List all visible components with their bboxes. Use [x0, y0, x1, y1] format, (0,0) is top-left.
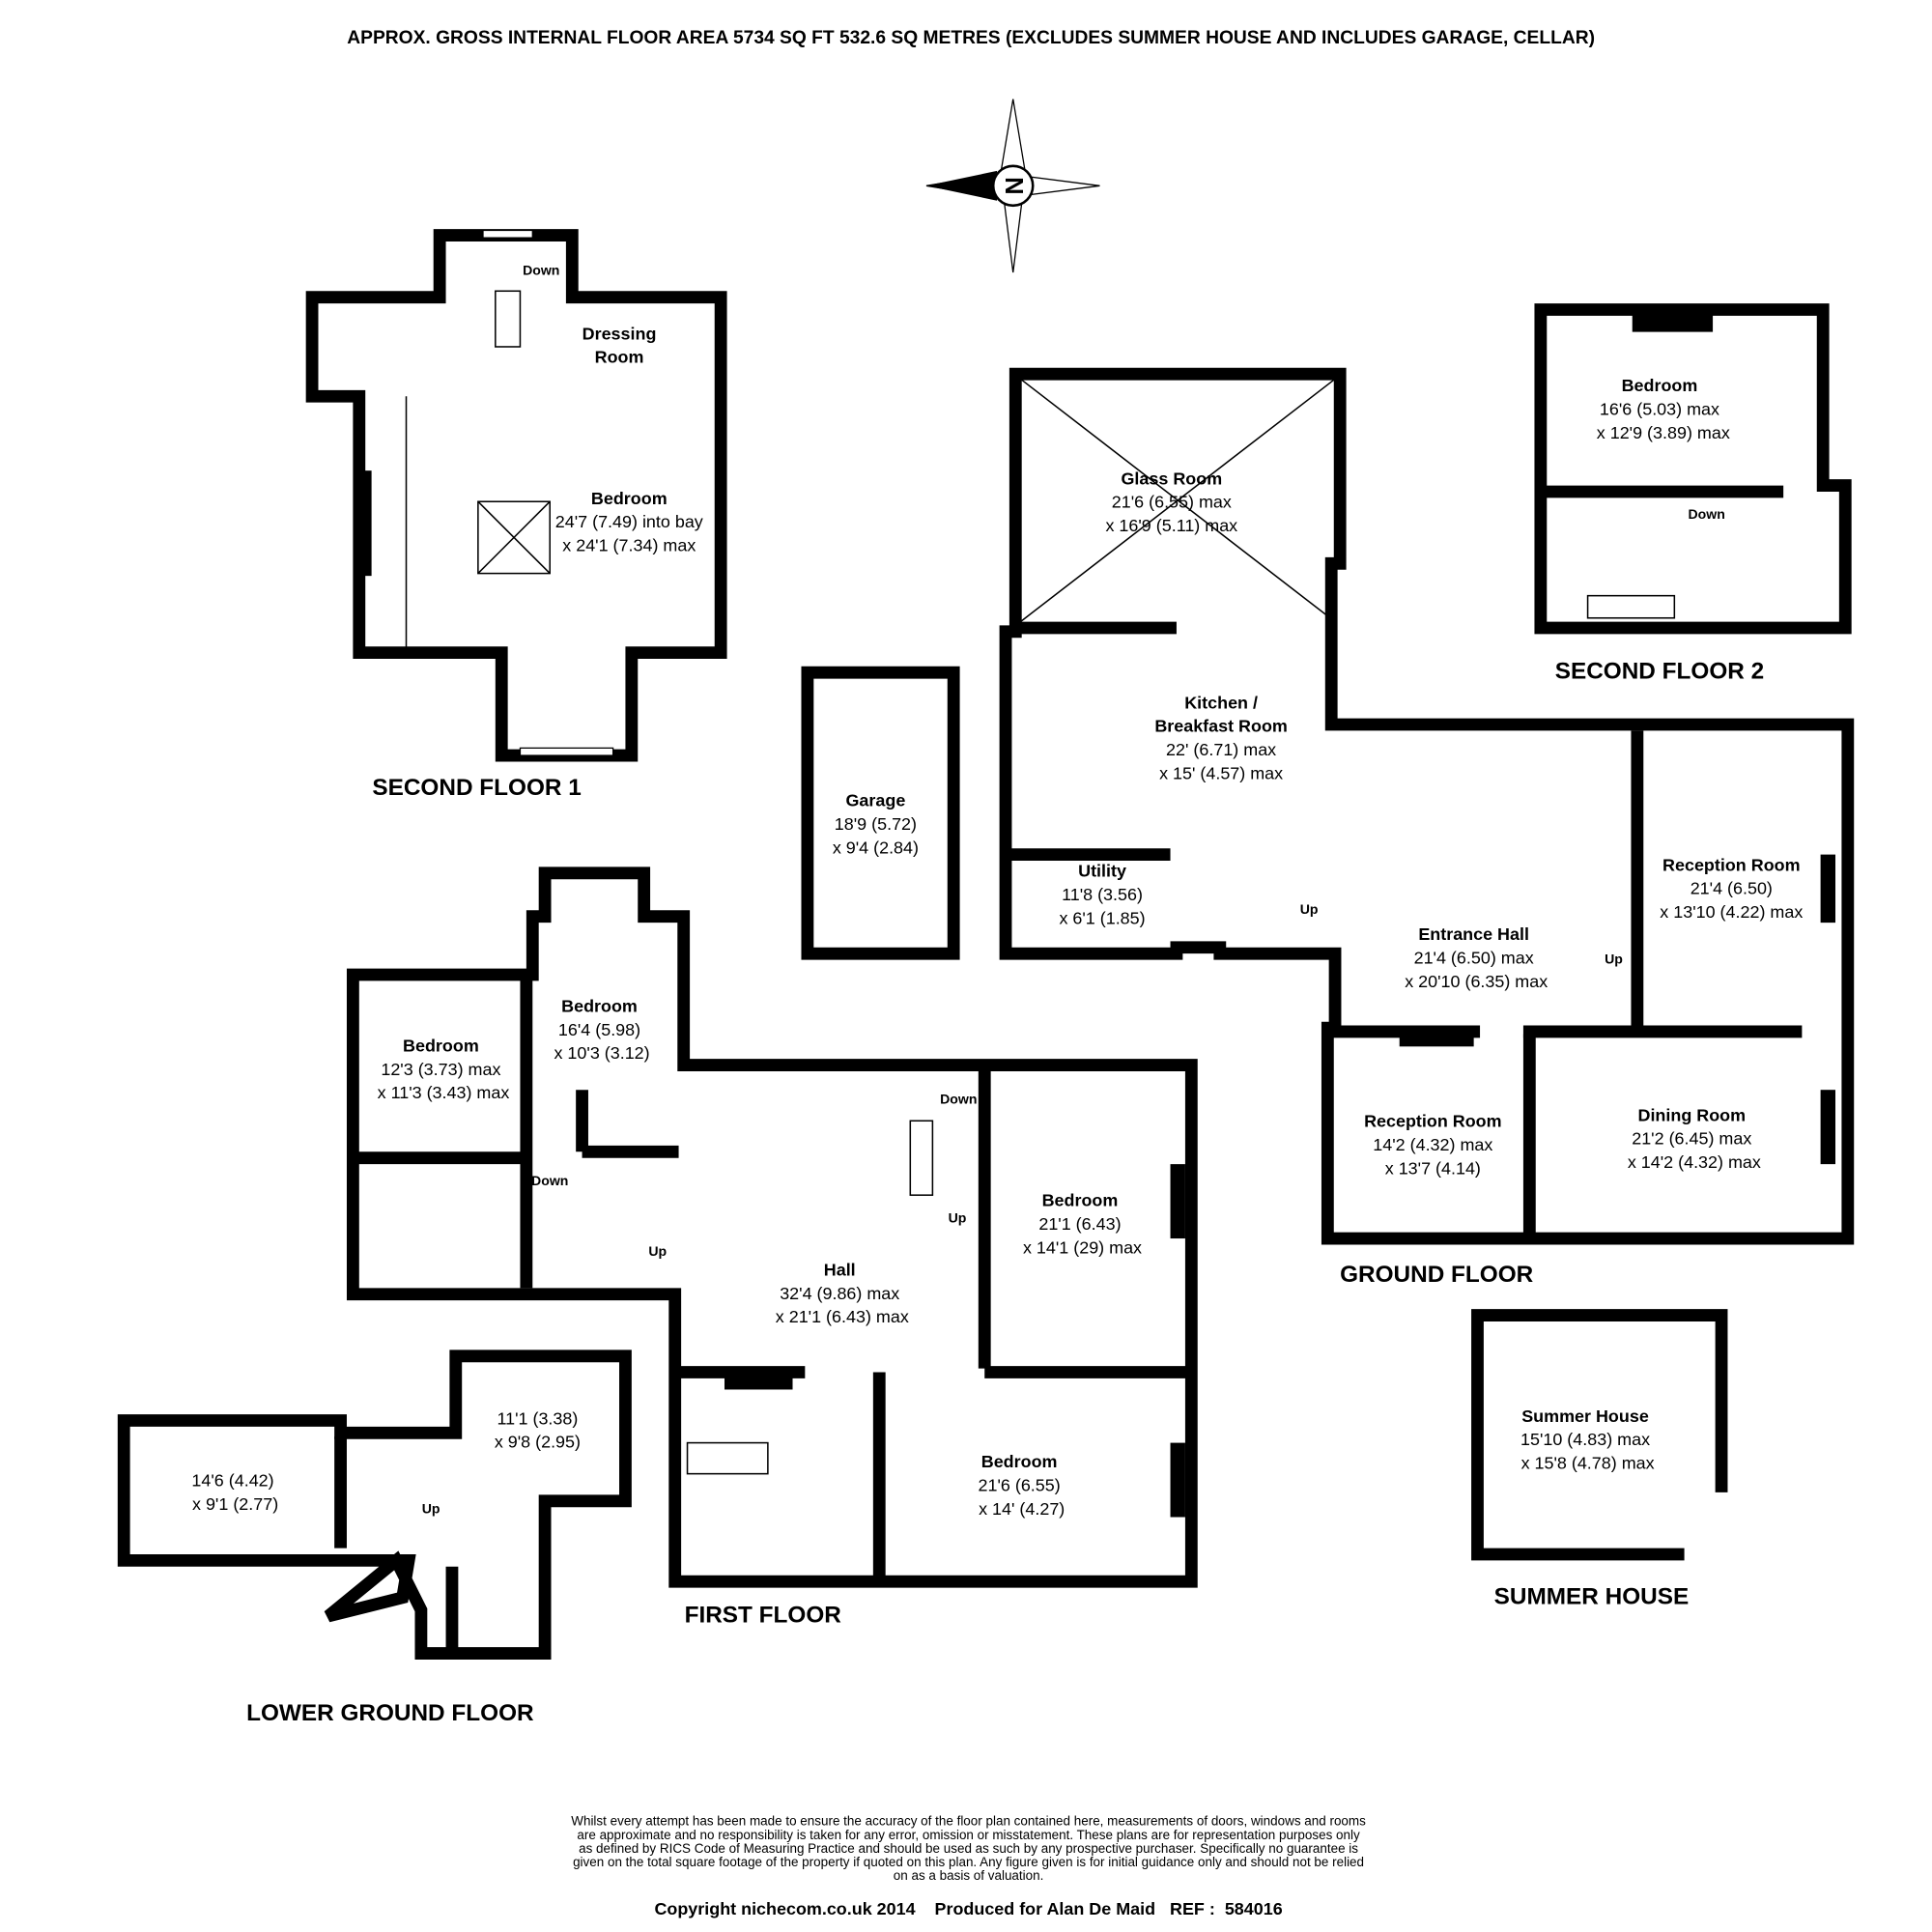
floor-label: LOWER GROUND FLOOR [246, 1700, 534, 1726]
room-dimension: x 15' (4.57) max [1159, 763, 1283, 782]
room-name: Garage [845, 791, 905, 810]
room-name: Hall [824, 1261, 856, 1280]
room-dimension: x 10'3 (3.12) [554, 1043, 649, 1063]
room-dimension: 21'6 (6.55) max [1112, 493, 1232, 512]
disclaimer-line: as defined by RICS Code of Measuring Pra… [579, 1841, 1358, 1856]
room-name: Dining Room [1637, 1105, 1746, 1124]
disclaimer-line: are approximate and no responsibility is… [577, 1828, 1360, 1842]
room-name: Glass Room [1121, 469, 1222, 488]
room-dimension: 21'1 (6.43) [1038, 1214, 1121, 1234]
room-dimension: x 6'1 (1.85) [1059, 908, 1145, 927]
room-dimension: x 21'1 (6.43) max [776, 1307, 909, 1326]
room-name: Kitchen / [1184, 693, 1258, 712]
room-name: Bedroom [1622, 376, 1698, 395]
room-name-line: Dressing [582, 324, 657, 343]
room-dimension: x 15'8 (4.78) max [1521, 1454, 1655, 1473]
room-dimension: x 12'9 (3.89) max [1597, 423, 1730, 442]
room-dimension: 11'1 (3.38) [497, 1408, 578, 1428]
room-dimension: x 16'9 (5.11) max [1105, 516, 1237, 535]
room-dimension: 21'4 (6.50) [1690, 879, 1773, 898]
room-dimension: x 20'10 (6.35) max [1405, 972, 1548, 991]
room-dimension: x 14'2 (4.32) max [1628, 1152, 1761, 1172]
disclaimer-line: on as a basis of valuation. [894, 1868, 1044, 1883]
floor-label: SECOND FLOOR 1 [372, 775, 581, 801]
stairs-up-label: Up [648, 1243, 667, 1259]
stairs-down-label: Down [1688, 506, 1724, 522]
room-dimension: 24'7 (7.49) into bay [555, 512, 703, 531]
area-title: APPROX. GROSS INTERNAL FLOOR AREA 5734 S… [347, 28, 1595, 48]
summer-house: Summer House 15'10 (4.83) max x 15'8 (4.… [1471, 1309, 1728, 1609]
room-dimension: 21'2 (6.45) max [1632, 1129, 1751, 1149]
stairs-down-label: Down [940, 1091, 977, 1106]
second-floor-2: Bedroom 16'6 (5.03) max x 12'9 (3.89) ma… [1534, 303, 1852, 685]
room-name: Bedroom [1042, 1191, 1119, 1210]
room-name: Summer House [1521, 1406, 1649, 1426]
room-dimension: x 13'7 (4.14) [1385, 1158, 1481, 1178]
room-dimension: x 9'4 (2.84) [833, 838, 919, 857]
room-dimension: x 9'8 (2.95) [495, 1433, 581, 1452]
room-name: Bedroom [403, 1036, 479, 1055]
room-dimension: 11'8 (3.56) [1062, 885, 1143, 904]
floor-label: SECOND FLOOR 2 [1555, 659, 1764, 685]
compass-label: N [1002, 177, 1029, 195]
lower-ground-floor: 14'6 (4.42) x 9'1 (2.77) 11'1 (3.38) x 9… [117, 1350, 632, 1726]
copyright: Copyright nichecom.co.uk 2014 Produced f… [654, 1899, 1282, 1918]
room-name: Entrance Hall [1418, 924, 1529, 944]
room-dimension: 16'6 (5.03) max [1600, 399, 1719, 418]
floor-label: GROUND FLOOR [1340, 1262, 1534, 1288]
stairs-up-label: Up [422, 1501, 440, 1517]
room-name: Bedroom [981, 1452, 1058, 1471]
room-dimension: 14'2 (4.32) max [1373, 1135, 1492, 1154]
room-name: Reception Room [1662, 855, 1801, 874]
room-dimension: 18'9 (5.72) [835, 814, 917, 834]
disclaimer: Whilst every attempt has been made to en… [571, 1814, 1366, 1883]
disclaimer-line: given on the total square footage of the… [573, 1855, 1364, 1869]
room-dimension: 14'6 (4.42) [191, 1470, 273, 1490]
stairs-up-label: Up [949, 1209, 967, 1225]
room-dimension: x 14' (4.27) [979, 1499, 1065, 1519]
floor-label: SUMMER HOUSE [1494, 1583, 1690, 1609]
room-dimension: x 14'1 (29) max [1023, 1237, 1142, 1257]
stairs-down-label: Down [523, 263, 559, 278]
floor-label: FIRST FLOOR [685, 1602, 842, 1628]
room-dimension: 21'6 (6.55) [979, 1476, 1061, 1495]
disclaimer-line: Whilst every attempt has been made to en… [571, 1814, 1366, 1829]
room-name: Bedroom [561, 996, 638, 1015]
room-name: Breakfast Room [1154, 717, 1288, 736]
room-dimension: 15'10 (4.83) max [1520, 1430, 1650, 1449]
room-name: Bedroom [591, 489, 668, 508]
stairs-down-label: Down [531, 1173, 568, 1188]
room-dimension: 22' (6.71) max [1166, 740, 1276, 759]
compass-north-icon: N [925, 99, 1100, 273]
room-dimension: x 11'3 (3.43) max [378, 1083, 510, 1102]
ground-floor: Glass Room 21'6 (6.55) max x 16'9 (5.11)… [801, 367, 1855, 1288]
room-dimension: 32'4 (9.86) max [780, 1284, 899, 1303]
stairs-up-label: Up [1300, 901, 1319, 917]
room-dimension: x 24'1 (7.34) max [562, 536, 696, 555]
room-dimension: x 9'1 (2.77) [192, 1494, 278, 1514]
room-dimension: 21'4 (6.50) max [1414, 948, 1534, 967]
room-dimension: 16'4 (5.98) [558, 1020, 640, 1039]
room-name: Utility [1078, 862, 1126, 881]
room-name-line: Room [595, 348, 644, 367]
room-dimension: 12'3 (3.73) max [381, 1060, 500, 1079]
stairs-up-label: Up [1605, 951, 1623, 966]
room-dimension: x 13'10 (4.22) max [1660, 902, 1803, 922]
room-name: Reception Room [1364, 1112, 1502, 1131]
first-floor: Bedroom 12'3 (3.73) max x 11'3 (3.43) ma… [346, 867, 1198, 1628]
